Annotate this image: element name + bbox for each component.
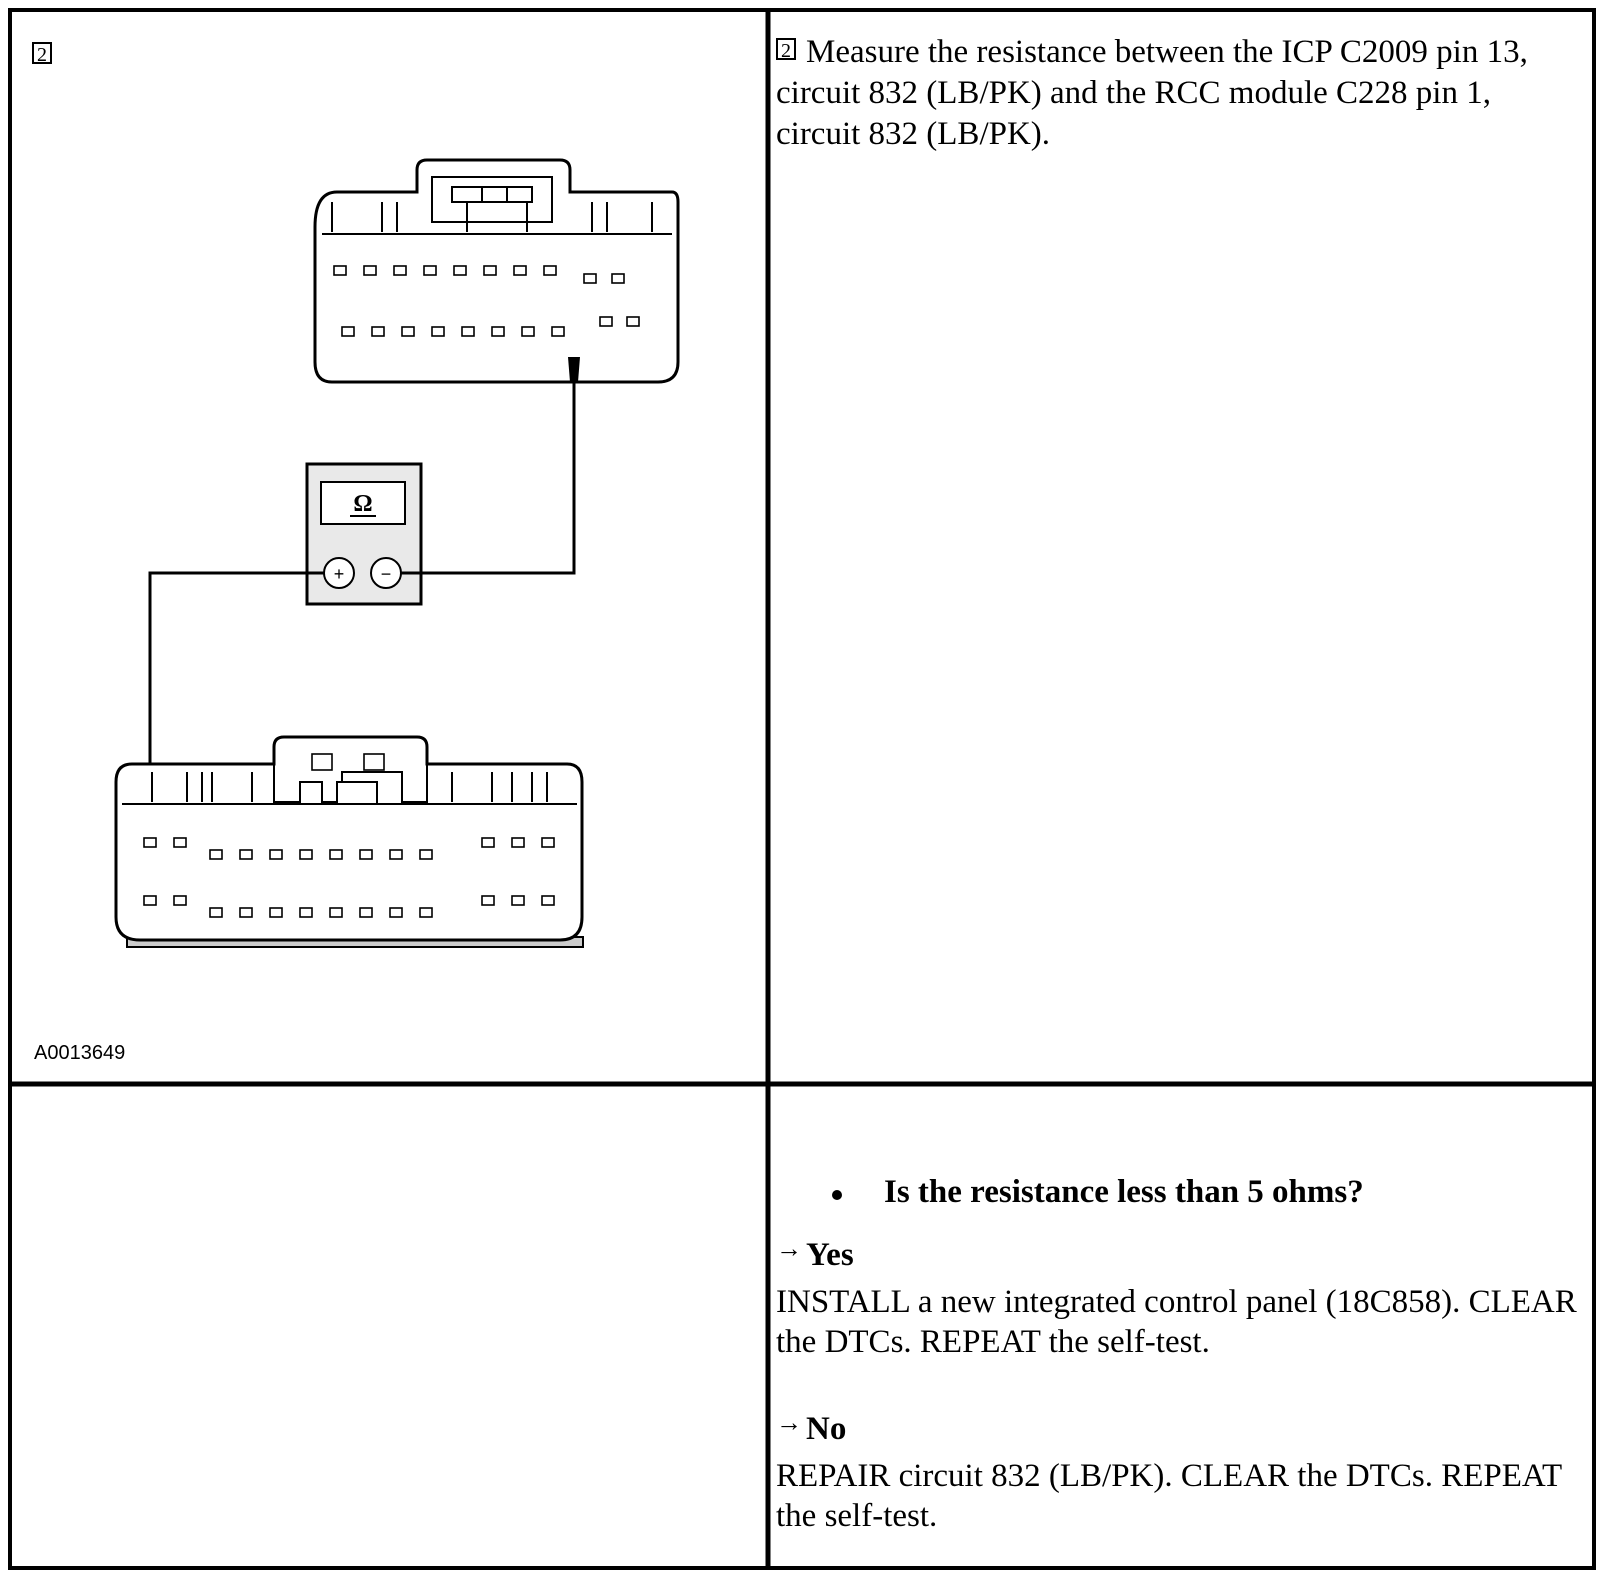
arrow-right-icon: →: [776, 1234, 802, 1263]
bullet-icon: [832, 1190, 842, 1200]
connector-c2009-icon: [313, 158, 680, 384]
answer-no-text: REPAIR circuit 832 (LB/PK). CLEAR the DT…: [776, 1458, 1562, 1534]
answer-no-heading: →No: [776, 1408, 846, 1448]
connector-c228-icon: [114, 735, 584, 948]
plus-terminal-label: +: [334, 564, 345, 584]
arrow-right-icon: →: [776, 1408, 802, 1437]
ohm-symbol: Ω: [353, 491, 372, 517]
answer-yes-heading: →Yes: [776, 1234, 854, 1274]
step-number: 2: [776, 38, 796, 62]
test-lead-positive: [148, 571, 324, 822]
question-cell: Is the resistance less than 5 ohms? →Yes…: [770, 1086, 1592, 1566]
instruction-text: Measure the resistance between the ICP C…: [776, 34, 1528, 152]
connector-diagram: Ω + −: [114, 158, 680, 948]
answer-yes-text: INSTALL a new integrated control panel (…: [776, 1284, 1577, 1360]
figure-id: A0013649: [34, 1042, 126, 1064]
ohmmeter-icon: Ω + −: [305, 462, 423, 606]
answer-no-label: No: [806, 1411, 847, 1447]
figure-step-number: 2: [32, 42, 52, 66]
figure-cell: 2 Ω: [12, 12, 766, 1082]
question-text: Is the resistance less than 5 ohms?: [884, 1174, 1364, 1210]
answer-yes-label: Yes: [806, 1237, 854, 1273]
minus-terminal-label: −: [381, 564, 392, 584]
test-lead-negative: [401, 357, 576, 575]
empty-cell: [12, 1086, 766, 1566]
